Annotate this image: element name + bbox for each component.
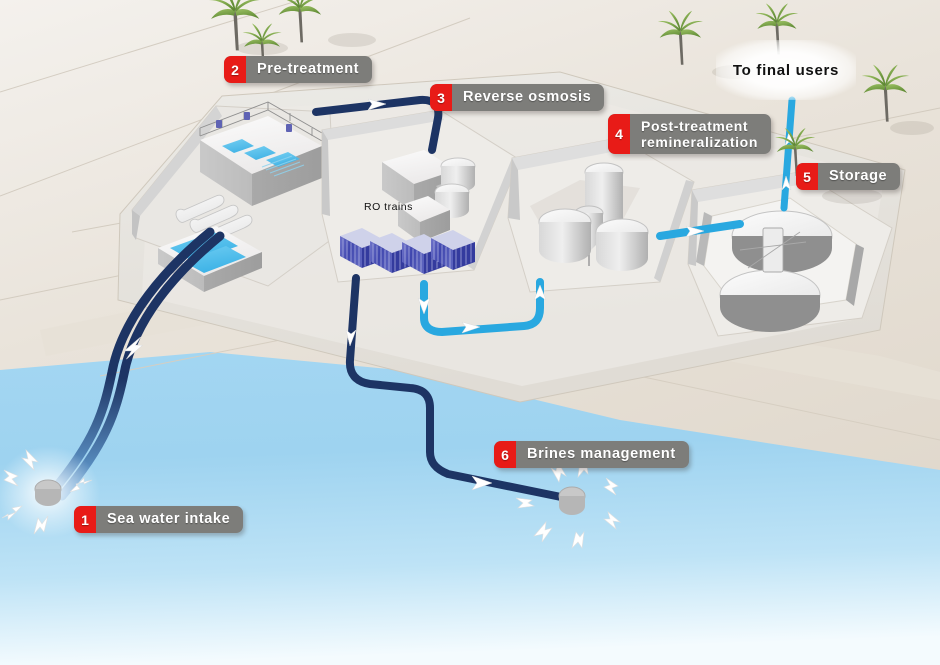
zone-storage bbox=[687, 171, 893, 337]
node-brine-outfall bbox=[515, 457, 622, 549]
step-label-2: Pre-treatment bbox=[257, 60, 360, 77]
zone-pre-treatment bbox=[131, 101, 337, 292]
step-number-4: 4 bbox=[608, 114, 630, 154]
pipe-permeate-arrows bbox=[417, 284, 547, 334]
sea bbox=[0, 352, 940, 665]
step-label-1: Sea water intake bbox=[107, 510, 231, 527]
pipe-intake-line bbox=[47, 227, 225, 501]
step-badge-2[interactable]: 2 Pre-treatment bbox=[224, 56, 373, 83]
zone-post-treatment bbox=[507, 137, 695, 293]
pipe-brine-line bbox=[345, 274, 570, 502]
zone-reverse-osmosis bbox=[321, 109, 521, 283]
step-label-3: Reverse osmosis bbox=[463, 88, 592, 105]
pipe-brine-arrows bbox=[345, 329, 493, 491]
storage-gantry bbox=[739, 227, 807, 273]
step-badge-5[interactable]: 5 Storage bbox=[796, 163, 901, 190]
step-badge-3[interactable]: 3 Reverse osmosis bbox=[430, 84, 605, 111]
ro-trains-label: RO trains bbox=[364, 201, 413, 213]
step-number-1: 1 bbox=[74, 506, 96, 533]
step-badge-1[interactable]: 1 Sea water intake bbox=[74, 506, 244, 533]
step-label-5: Storage bbox=[829, 167, 888, 184]
step-badge-4[interactable]: 4 Post-treatment remineralization bbox=[608, 114, 771, 154]
step-label-4: Post-treatment remineralization bbox=[641, 118, 758, 150]
pipe-storage-riser bbox=[780, 96, 796, 212]
pretreatment-filter-gallery bbox=[199, 101, 323, 206]
pipe-intake-arrow bbox=[123, 336, 144, 360]
ro-trains bbox=[340, 228, 475, 274]
pipe-ro-permeate bbox=[420, 278, 544, 336]
ro-service-box bbox=[398, 196, 450, 242]
final-users-label: To final users bbox=[716, 40, 856, 100]
step-number-3: 3 bbox=[430, 84, 452, 111]
step-number-2: 2 bbox=[224, 56, 246, 83]
step-badge-6[interactable]: 6 Brines management bbox=[494, 441, 689, 468]
step-number-6: 6 bbox=[494, 441, 516, 468]
post-treatment-tanks bbox=[538, 208, 649, 271]
step-label-6: Brines management bbox=[527, 445, 676, 462]
pipe-pretreat-arrow bbox=[367, 98, 387, 111]
pipe-storage-arrow bbox=[685, 225, 705, 238]
step-number-5: 5 bbox=[796, 163, 818, 190]
